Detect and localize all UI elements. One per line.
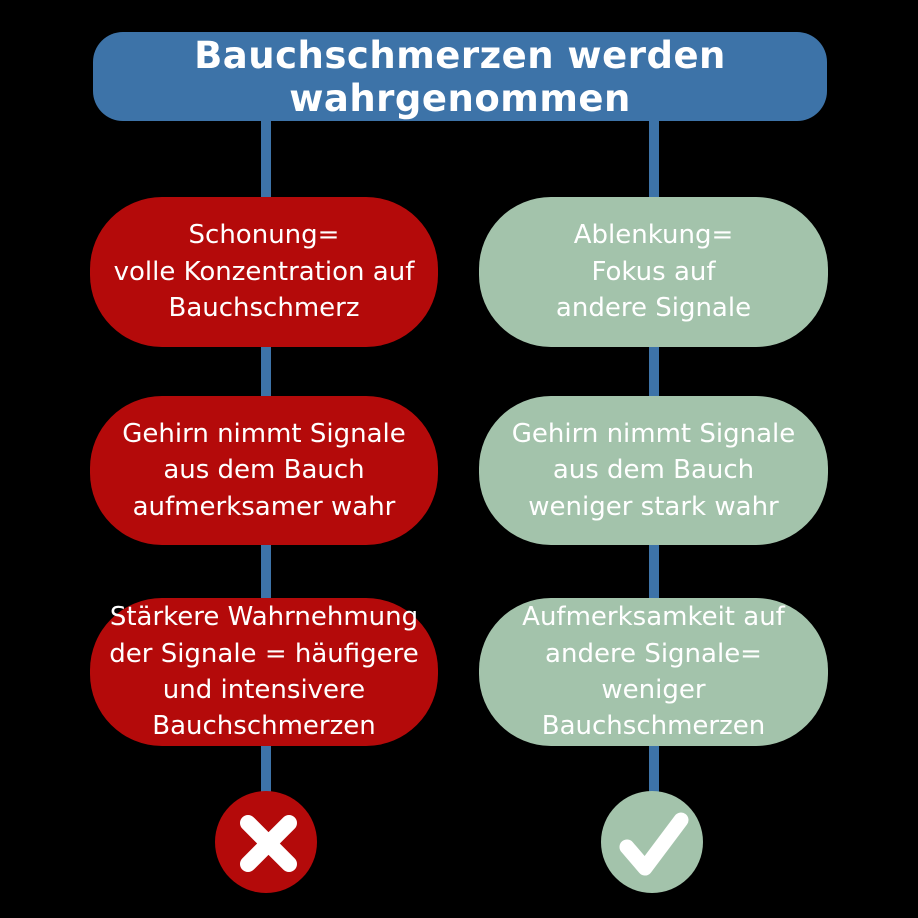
positive-result-badge (601, 791, 703, 893)
left-box-schonung: Schonung= volle Konzentration auf Bauchs… (90, 197, 438, 347)
negative-result-badge (215, 791, 317, 893)
check-mark-icon (601, 791, 703, 893)
right-box-aufmerksamkeit: Aufmerksamkeit auf andere Signale= wenig… (479, 598, 828, 746)
right-box-gehirn-signale: Gehirn nimmt Signale aus dem Bauch wenig… (479, 396, 828, 545)
right-box-ablenkung: Ablenkung= Fokus auf andere Signale (479, 197, 828, 347)
flowchart-title: Bauchschmerzen werden wahrgenommen (93, 32, 827, 121)
left-box-gehirn-signale: Gehirn nimmt Signale aus dem Bauch aufme… (90, 396, 438, 545)
left-box-staerkere-wahrnehmung: Stärkere Wahrnehmung der Signale = häufi… (90, 598, 438, 746)
x-mark-icon (215, 791, 317, 893)
